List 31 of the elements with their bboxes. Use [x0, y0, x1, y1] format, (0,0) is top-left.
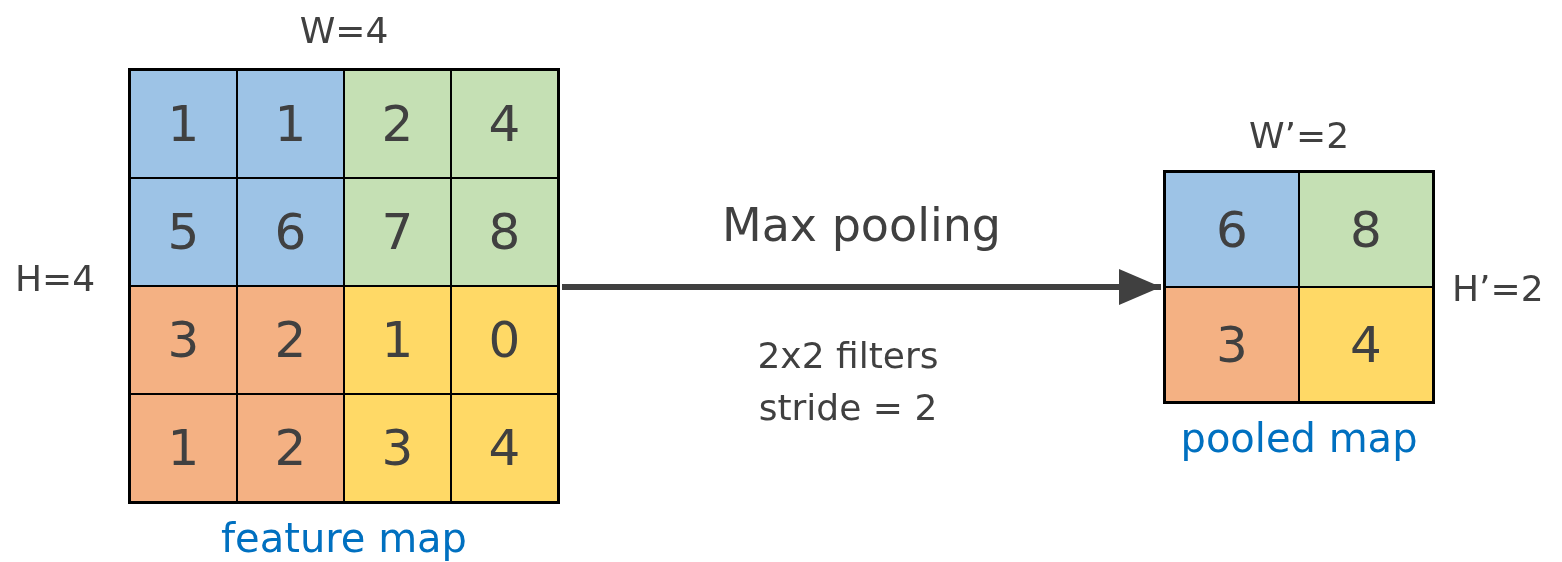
- map-caption: feature map: [221, 515, 467, 561]
- matrix-cell: 2: [237, 286, 344, 394]
- matrix-cell: 8: [1299, 172, 1433, 287]
- matrix-cell: 4: [451, 394, 558, 502]
- matrix-cell: 1: [237, 70, 344, 178]
- matrix-cell: 4: [1299, 287, 1433, 402]
- matrix-cell: 6: [237, 178, 344, 286]
- parameter-note: 2x2 filters stride = 2: [756, 334, 940, 431]
- edge-label: Max pooling: [721, 198, 1002, 252]
- matrix-cell: 6: [1165, 172, 1299, 287]
- matrix-cell: 1: [130, 70, 237, 178]
- matrix-cell: 0: [451, 286, 558, 394]
- matrix-cell: 5: [130, 178, 237, 286]
- dimension-label: H’=2: [1452, 268, 1544, 309]
- matrix-cell: 2: [344, 70, 451, 178]
- matrix-cell: 2: [237, 394, 344, 502]
- number-grid: [1163, 170, 1435, 404]
- dimension-label: W=4: [299, 10, 389, 51]
- matrix-cell: 3: [130, 286, 237, 394]
- matrix-cell: 3: [344, 394, 451, 502]
- matrix-cell: 8: [451, 178, 558, 286]
- dimension-label: W’=2: [1248, 115, 1350, 156]
- matrix-cell: 1: [130, 394, 237, 502]
- number-grid: [128, 68, 560, 504]
- matrix-cell: 7: [344, 178, 451, 286]
- arrow: [562, 269, 1161, 305]
- matrix-cell: 3: [1165, 287, 1299, 402]
- matrix-cell: 1: [344, 286, 451, 394]
- matrix-cell: 4: [451, 70, 558, 178]
- dimension-label: H=4: [15, 258, 96, 299]
- map-caption: pooled map: [1180, 415, 1418, 461]
